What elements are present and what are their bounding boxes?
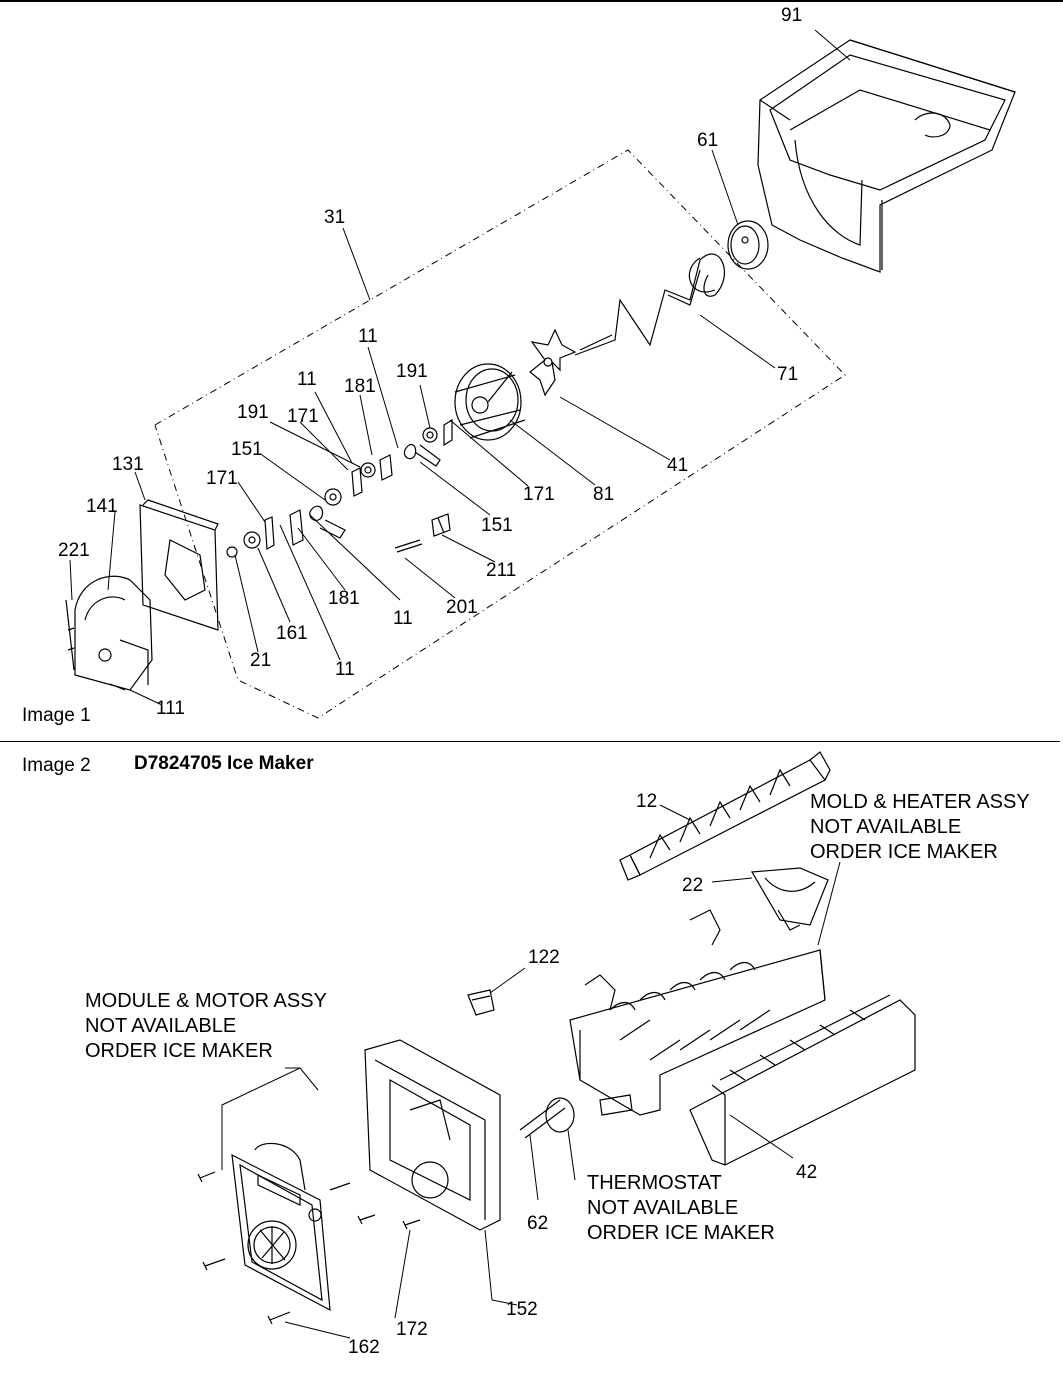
thermostat-note-line-3: ORDER ICE MAKER xyxy=(587,1222,775,1244)
callout-21: 21 xyxy=(250,650,272,671)
image1-caption: Image 1 xyxy=(22,705,91,726)
bucket-bearing-61 xyxy=(728,221,768,269)
mold-note-line-2: NOT AVAILABLE xyxy=(810,816,962,838)
callout-172: 172 xyxy=(396,1319,428,1340)
callout-131: 131 xyxy=(112,454,144,475)
callout-41: 41 xyxy=(667,455,689,476)
callout-22: 22 xyxy=(682,875,704,896)
mold-note-line-3: ORDER ICE MAKER xyxy=(810,841,998,863)
callout-162: 162 xyxy=(348,1337,380,1358)
callout-71: 71 xyxy=(777,364,799,385)
thermostat-note-line-2: NOT AVAILABLE xyxy=(587,1197,739,1219)
callout-12: 12 xyxy=(636,791,658,812)
callout-11-d: 11 xyxy=(335,659,355,680)
thermostat-62 xyxy=(520,1095,632,1138)
callout-152: 152 xyxy=(506,1299,538,1320)
thermostat-note-line-1: THERMOSTAT xyxy=(587,1172,722,1194)
module-motor-assembly xyxy=(232,1143,330,1310)
module-motor-note: MODULE & MOTOR ASSY NOT AVAILABLE ORDER … xyxy=(85,989,327,1064)
bearing-22 xyxy=(752,868,828,930)
motor-cover-141 xyxy=(66,576,152,690)
callout-211: 211 xyxy=(486,560,517,581)
callout-91: 91 xyxy=(781,5,803,26)
callout-151-a: 151 xyxy=(231,439,263,460)
mold-heater-note: MOLD & HEATER ASSY NOT AVAILABLE ORDER I… xyxy=(810,790,1030,865)
auger-71 xyxy=(575,254,724,355)
callout-161: 161 xyxy=(276,623,308,644)
callout-11-c: 11 xyxy=(393,608,413,629)
callout-171-a: 171 xyxy=(287,406,319,427)
small-parts-group xyxy=(227,420,452,557)
top-border-line xyxy=(0,0,1063,2)
image2-title: D7824705 Ice Maker xyxy=(134,753,314,774)
ejector-12 xyxy=(620,752,830,880)
callout-42: 42 xyxy=(796,1162,818,1183)
callout-201: 201 xyxy=(446,597,478,618)
image1-leader-lines xyxy=(70,30,850,705)
callout-31: 31 xyxy=(324,207,346,228)
mounting-screws xyxy=(198,1172,420,1324)
assembly-31-outline xyxy=(155,150,845,718)
module-note-line-3: ORDER ICE MAKER xyxy=(85,1040,273,1062)
crusher-housing-81 xyxy=(455,364,525,440)
callout-151-b: 151 xyxy=(481,515,513,536)
callout-191-a: 191 xyxy=(396,361,428,382)
section-divider-line xyxy=(0,741,1060,742)
image2-caption: Image 2 xyxy=(22,755,91,776)
callout-191-b: 191 xyxy=(237,402,269,423)
thermostat-note: THERMOSTAT NOT AVAILABLE ORDER ICE MAKER xyxy=(587,1171,775,1246)
callout-181-a: 181 xyxy=(344,376,376,397)
callout-62: 62 xyxy=(527,1213,549,1234)
module-note-line-2: NOT AVAILABLE xyxy=(85,1015,237,1037)
image2-leader-lines xyxy=(222,805,840,1338)
callout-221: 221 xyxy=(58,540,90,561)
ice-mold-tray xyxy=(570,910,825,1115)
callout-61: 61 xyxy=(697,130,719,151)
module-note-line-1: MODULE & MOTOR ASSY xyxy=(85,990,327,1012)
callout-11-a: 11 xyxy=(358,326,378,347)
mold-note-line-1: MOLD & HEATER ASSY xyxy=(810,791,1030,813)
callout-11-b: 11 xyxy=(297,369,317,390)
callout-181-b: 181 xyxy=(328,588,360,609)
control-housing-152 xyxy=(365,1040,500,1230)
callout-122: 122 xyxy=(528,947,560,968)
callout-171-b: 171 xyxy=(523,484,555,505)
clip-122 xyxy=(468,990,494,1015)
callout-141: 141 xyxy=(86,496,118,517)
callout-171-c: 171 xyxy=(206,468,238,489)
callout-81: 81 xyxy=(593,484,615,505)
crusher-blade-41 xyxy=(530,330,575,395)
callout-111: 111 xyxy=(156,698,185,719)
mounting-plate-131 xyxy=(140,500,218,630)
tray-cover-42 xyxy=(690,995,915,1165)
ice-bucket-91 xyxy=(758,40,1015,272)
